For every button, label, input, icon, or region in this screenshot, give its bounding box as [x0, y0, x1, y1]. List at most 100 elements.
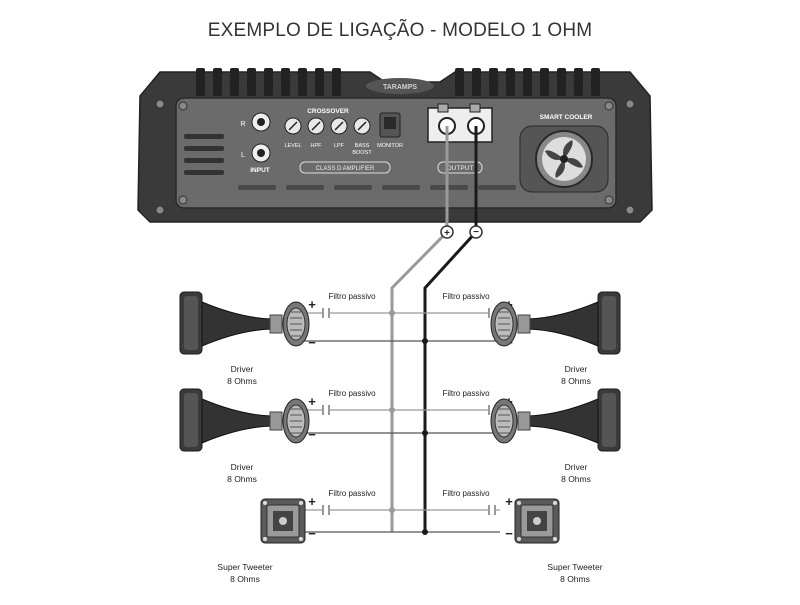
- speaker-impedance: 8 Ohms: [561, 376, 591, 386]
- knob-indicator: [357, 121, 367, 131]
- horn-mouth-inner: [602, 393, 616, 447]
- negative-terminal-marker: [469, 225, 483, 239]
- junction-dot: [389, 507, 395, 513]
- input-label: INPUT: [250, 167, 270, 174]
- negative-sign: −: [308, 427, 316, 442]
- monitor-label: MONITOR: [377, 143, 403, 149]
- heatsink-fin: [523, 68, 532, 96]
- capacitor-gap: [488, 307, 496, 319]
- speaker-impedance: 8 Ohms: [227, 474, 257, 484]
- brand-logo: [366, 78, 434, 94]
- screw: [604, 101, 614, 111]
- tweeter-screw: [517, 537, 521, 541]
- tweeter-screw: [263, 537, 267, 541]
- fan-label: SMART COOLER: [540, 114, 593, 121]
- capacitor-gap: [322, 404, 330, 416]
- vent-slot: [184, 158, 224, 163]
- knob-indicator: [311, 121, 321, 131]
- speaker-impedance: 8 Ohms: [230, 574, 260, 584]
- filter-label: Filtro passivo: [328, 389, 376, 398]
- vent-slot: [334, 185, 372, 190]
- heatsink-fin: [489, 68, 498, 96]
- rca-jack-pin: [257, 118, 265, 126]
- horn-body: [201, 398, 273, 444]
- screw: [155, 205, 165, 215]
- vent-slot: [286, 185, 324, 190]
- junction-dot: [422, 430, 428, 436]
- horn-body: [527, 301, 599, 347]
- tweeter-screw: [299, 537, 303, 541]
- positive-terminal-sign: +: [444, 228, 450, 239]
- speaker-name: Super Tweeter: [217, 562, 272, 572]
- capacitor-gap: [488, 404, 496, 416]
- positive-sign: +: [308, 494, 316, 509]
- crossover-label: CROSSOVER: [307, 108, 349, 115]
- knob-label: LEVEL: [284, 143, 301, 149]
- tweeter-center: [279, 517, 287, 525]
- monitor-port-inner: [384, 117, 396, 129]
- heatsink-fin: [591, 68, 600, 96]
- diagram-title: EXEMPLO DE LIGAÇÃO - MODELO 1 OHM: [207, 20, 593, 41]
- horn-throat: [269, 314, 283, 334]
- knob-indicator: [288, 121, 298, 131]
- heatsink-fin: [315, 68, 324, 96]
- knob-indicator: [334, 121, 344, 131]
- positive-sign: +: [308, 297, 316, 312]
- fan-blade: [555, 159, 565, 178]
- speaker-impedance: 8 Ohms: [227, 376, 257, 386]
- speaker-impedance: 8 Ohms: [561, 474, 591, 484]
- knob-label: BOOST: [352, 150, 372, 156]
- vent-slot: [430, 185, 468, 190]
- input-r-label: R: [240, 121, 245, 128]
- vent-slot: [238, 185, 276, 190]
- terminal-screw: [469, 103, 481, 113]
- junction-dot: [422, 338, 428, 344]
- terminal-screw: [437, 103, 449, 113]
- fan-blade: [563, 140, 573, 159]
- screw: [178, 101, 188, 111]
- junction-dot: [389, 310, 395, 316]
- filter-label: Filtro passivo: [442, 389, 490, 398]
- fan-blade: [564, 158, 583, 168]
- tweeter-screw: [553, 537, 557, 541]
- output-label: OUTPUT: [447, 165, 474, 172]
- vent-slot: [478, 185, 516, 190]
- heatsink-fin: [230, 68, 239, 96]
- horn-throat: [517, 411, 531, 431]
- screw: [625, 99, 635, 109]
- screw: [155, 99, 165, 109]
- junction-dot: [422, 529, 428, 535]
- output-label-frame: [437, 161, 483, 174]
- capacitor-gap: [322, 504, 330, 516]
- vent-slot: [382, 185, 420, 190]
- tweeter-screw: [553, 501, 557, 505]
- speaker-impedance: 8 Ohms: [560, 574, 590, 584]
- filter-label: Filtro passivo: [442, 292, 490, 301]
- heatsink-fin: [332, 68, 341, 96]
- brand-logo-text: TARAMPS: [383, 84, 417, 91]
- speaker-name: Driver: [231, 364, 254, 374]
- input-l-label: L: [241, 152, 245, 159]
- knob-label: LPF: [334, 143, 345, 149]
- heatsink-fin: [506, 68, 515, 96]
- horn-body: [527, 398, 599, 444]
- screw: [604, 195, 614, 205]
- screw: [178, 195, 188, 205]
- horn-mouth-inner: [602, 296, 616, 350]
- class-label: CLASS D AMPLIFIER: [316, 166, 375, 172]
- heatsink-fin: [264, 68, 273, 96]
- fan-hub: [560, 155, 568, 163]
- knob-label: HPF: [311, 143, 323, 149]
- heatsink-fin: [455, 68, 464, 96]
- heatsink-fin: [472, 68, 481, 96]
- tweeter-center: [533, 517, 541, 525]
- capacitor-gap: [488, 504, 496, 516]
- rca-jack-pin: [257, 149, 265, 157]
